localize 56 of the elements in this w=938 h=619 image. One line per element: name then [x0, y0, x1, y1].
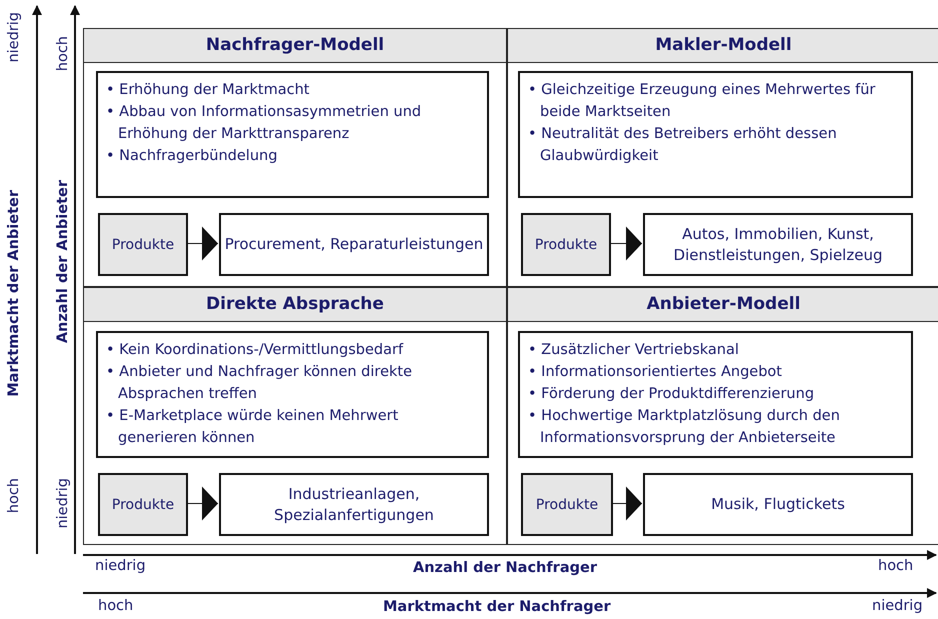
axis-end-label: niedrig [872, 598, 923, 614]
quadrant-heading: Makler-Modell [508, 29, 938, 63]
bullet-item: • Abbau von Informationsasymmetrien und Erhöhung der Markttransparenz [106, 103, 422, 144]
products-box [98, 473, 188, 536]
products-label: Produkte [536, 496, 598, 512]
bullet-item: • E-Marketplace würde keinen Mehrwert generieren können [106, 407, 400, 448]
bullet-item: • Förderung der Produktdifferenzierung [528, 385, 816, 404]
bullet-item: • Nachfragerbündelung [106, 147, 278, 166]
chevron-arrow [186, 486, 218, 520]
products-box [521, 213, 611, 276]
bullet-list-box [96, 331, 489, 458]
axis-end-label: niedrig [55, 478, 71, 529]
quadrant-panel [83, 28, 507, 287]
product-examples-text: Autos, Immobilien, Kunst, Dienstleistungen, Spielzeug [672, 224, 884, 266]
quadrant-panel [507, 28, 938, 287]
products-box [98, 213, 188, 276]
product-examples-text: Procurement, Reparaturleistungen [224, 234, 484, 255]
axis-end-label: hoch [878, 558, 914, 574]
product-examples-text: Musik, Flugtickets [711, 494, 845, 515]
quadrant-panel [83, 287, 507, 545]
bullet-item: • Neutralität des Betreibers erhöht dessen Glaubwürdigkeit [528, 125, 838, 166]
axis-end-label: niedrig [95, 558, 146, 574]
bullet-list-box [518, 71, 913, 198]
products-box [521, 473, 613, 536]
chevron-arrow [186, 226, 218, 260]
bullet-list-box [96, 71, 489, 198]
axis-end-label: hoch [55, 36, 71, 72]
axis-end-label: hoch [98, 598, 134, 614]
bullet-item: • Erhöhung der Marktmacht [106, 81, 310, 100]
bullet-item: • Zusätzlicher Vertriebskanal [528, 341, 740, 360]
bullet-item: • Gleichzeitige Erzeugung eines Mehrwertes für beide Marktseiten [528, 81, 876, 122]
bullet-item: • Informationsorientiertes Angebot [528, 363, 783, 382]
products-label: Produkte [112, 496, 174, 512]
product-examples-box [219, 473, 489, 536]
axis-title: Anzahl der Nachfrager [413, 560, 597, 576]
bullet-item: • Kein Koordinations-/Vermittlungsbedarf [106, 341, 404, 360]
quadrant-heading: Anbieter-Modell [508, 288, 938, 322]
product-examples-box [643, 213, 913, 276]
quadrant-heading: Nachfrager-Modell [84, 29, 506, 63]
chevron-arrow [610, 226, 642, 260]
axis-title: Marktmacht der Anbieter [6, 190, 22, 397]
product-examples-box [643, 473, 913, 536]
axis-title: Marktmacht der Nachfrager [383, 599, 611, 615]
chevron-arrow [612, 486, 642, 520]
axis-end-label: niedrig [6, 12, 22, 63]
bullet-item: • Hochwertige Marktplatzlösung durch den Informationsvorsprung der Anbieterseite [528, 407, 841, 448]
bullet-item: • Anbieter und Nachfrager können direkte Absprachen treffen [106, 363, 413, 404]
products-label: Produkte [534, 236, 598, 252]
quadrant-panel [507, 287, 938, 545]
axis-end-label: hoch [6, 478, 22, 514]
bullet-list-box [518, 331, 913, 458]
quadrant-heading: Direkte Absprache [84, 288, 506, 322]
product-examples-text: Industrieanlagen, Spezialanfertigungen [273, 484, 435, 526]
axis-title: Anzahl der Anbieter [55, 180, 71, 344]
product-examples-box [219, 213, 489, 276]
products-label: Produkte [112, 236, 174, 252]
